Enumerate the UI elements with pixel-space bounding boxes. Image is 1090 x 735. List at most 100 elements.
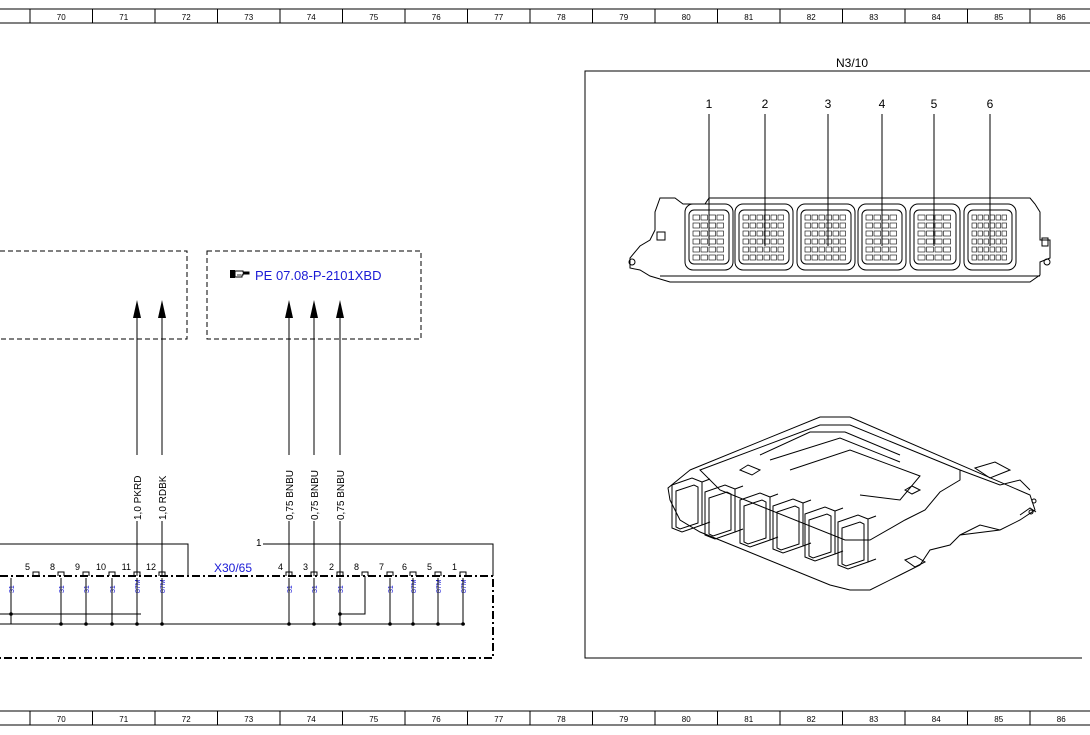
- ecu-iso-connector: [739, 492, 779, 548]
- pin-link: [340, 576, 366, 615]
- pin-tag: 87M: [411, 578, 418, 626]
- reference-label[interactable]: PE 07.08-P-2101XBD: [255, 268, 381, 283]
- pin-number: 2: [329, 562, 334, 572]
- connector-pin: 7: [379, 562, 394, 576]
- pin-number: 12: [146, 562, 156, 572]
- pin-number: 8: [50, 562, 55, 572]
- connector-pin: 6: [402, 562, 417, 576]
- top-grid-column-label: 76: [432, 13, 441, 22]
- pin-tag: 31: [287, 578, 294, 626]
- pin-tag: 87M: [160, 578, 167, 626]
- bottom-grid-column-label: 73: [244, 715, 253, 724]
- pin-tag: 31: [388, 578, 395, 626]
- wire-label: 0,75 BNBU: [285, 470, 296, 520]
- top-grid-column-label: 77: [494, 13, 503, 22]
- pin-tag-label: 87M: [160, 579, 167, 593]
- connector-pin: 8: [50, 562, 65, 576]
- connector-pin: 12: [146, 562, 166, 576]
- wire-label: 1,0 RDBK: [158, 475, 169, 520]
- top-grid-column-label: 71: [119, 13, 128, 22]
- connector-name: X30/65: [214, 561, 252, 575]
- pin-tag-label: 31: [9, 585, 16, 593]
- ecu-iso-connector: [704, 484, 744, 540]
- bottom-grid-column-label: 74: [307, 715, 316, 724]
- pin-tag: 31: [59, 578, 66, 626]
- arrow-up-icon: [336, 300, 344, 318]
- ecu-connector-number: 5: [931, 97, 938, 111]
- bottom-grid-column-label: 79: [619, 715, 628, 724]
- pin-tag: 31: [312, 578, 319, 626]
- top-grid-column-label: 74: [307, 13, 316, 22]
- bottom-grid-column-label: 86: [1057, 715, 1066, 724]
- ecu-socket: [857, 203, 907, 271]
- ecu-iso-connector: [772, 498, 812, 554]
- bottom-grid-column-label: 85: [994, 715, 1003, 724]
- top-grid-column-label: 82: [807, 13, 816, 22]
- wires: 1,0 PKRD 1,0 RDBK 0,75 BNBU 0,75 BNBU 0,75 B…: [131, 300, 347, 576]
- pin-tag: 87M: [135, 578, 142, 626]
- pin-number: 5: [427, 562, 432, 572]
- bottom-grid-column-label: 76: [432, 715, 441, 724]
- left-dashed-box: [0, 250, 188, 340]
- bottom-grid-column-label: 70: [57, 715, 66, 724]
- pin-number: 4: [278, 562, 283, 572]
- pin-tag-label: 31: [312, 585, 319, 593]
- top-grid-column-label: 79: [619, 13, 628, 22]
- ecu-connector-number: 3: [825, 97, 832, 111]
- pin-number: 7: [379, 562, 384, 572]
- pin-number: 10: [96, 562, 106, 572]
- pin-tag: 31: [9, 578, 16, 624]
- connector-pin: 4: [278, 562, 293, 576]
- pin-number: 5: [25, 562, 30, 572]
- wire-label: 0,75 BNBU: [336, 470, 347, 520]
- arrow-up-icon: [158, 300, 166, 318]
- ecu-connector-face: [628, 197, 1051, 283]
- reference-link[interactable]: PE 07.08-P-2101XBD: [230, 268, 381, 283]
- arrow-up-icon: [310, 300, 318, 318]
- wire-label: 1,0 PKRD: [133, 476, 144, 520]
- connector-pin: 8: [354, 562, 369, 576]
- bottom-grid-column-label: 83: [869, 715, 878, 724]
- pin-tag-label: 87M: [436, 579, 443, 593]
- top-grid-column-label: 85: [994, 13, 1003, 22]
- pin-number: 11: [122, 562, 131, 572]
- bottom-grid-column-label: 80: [682, 715, 691, 724]
- top-grid-column-label: 75: [369, 13, 378, 22]
- ecu-connector-number: 2: [762, 97, 769, 111]
- wire-label: 0,75 BNBU: [310, 470, 321, 520]
- wire: 0,75 BNBU: [283, 300, 296, 576]
- bottom-grid-column-label: 84: [932, 715, 941, 724]
- bottom-grid-column-label: 72: [182, 715, 191, 724]
- bottom-grid-column-label: 75: [369, 715, 378, 724]
- bottom-grid-column-label: 82: [807, 715, 816, 724]
- top-grid-column-label: 70: [57, 13, 66, 22]
- pin-tag: 87M: [461, 578, 468, 626]
- bottom-grid-column-label: 78: [557, 715, 566, 724]
- ecu-iso-connector: [671, 477, 711, 533]
- pin-tag-label: 31: [388, 585, 395, 593]
- connector-pin: 2: [329, 562, 344, 576]
- connector-group-number: 1: [256, 538, 262, 549]
- connector-pin: 11: [122, 562, 141, 576]
- top-grid-column-label: 78: [557, 13, 566, 22]
- top-grid-column-label: 83: [869, 13, 878, 22]
- ecu-socket: [963, 203, 1017, 271]
- top-grid-column-label: 72: [182, 13, 191, 22]
- connector-pin: 3: [303, 562, 318, 576]
- top-grid-column-label: 80: [682, 13, 691, 22]
- pin-tag-label: 31: [59, 585, 66, 593]
- pin-tag: 87M: [436, 578, 443, 626]
- pin-tag-label: 31: [84, 585, 91, 593]
- pin-tag-label: 31: [287, 585, 294, 593]
- pin-number: 3: [303, 562, 308, 572]
- top-grid-column-label: 86: [1057, 13, 1066, 22]
- pin-tag: 31: [338, 578, 345, 626]
- connector-pin: 9: [75, 562, 90, 576]
- pin-number: 6: [402, 562, 407, 572]
- pin-tag-label: 87M: [411, 579, 418, 593]
- top-grid-column-label: 84: [932, 13, 941, 22]
